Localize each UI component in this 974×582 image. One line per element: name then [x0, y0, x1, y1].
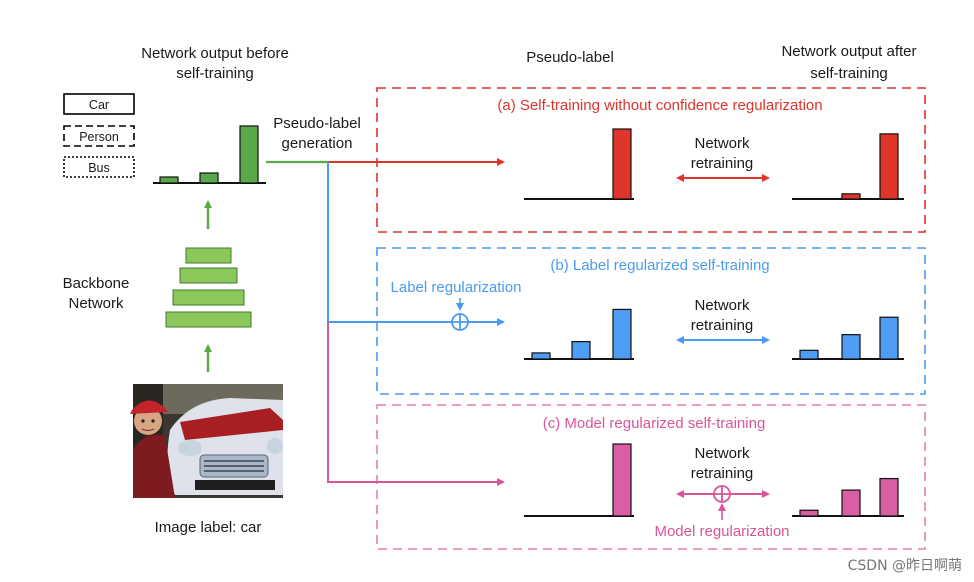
bar-bus: [239, 125, 259, 184]
backbone-label-line1: Backbone: [63, 275, 130, 292]
bar-bus: [879, 477, 899, 517]
bar-person: [571, 341, 591, 360]
bar-chart-before: [153, 125, 266, 184]
bar-person: [841, 334, 861, 360]
class-label-person: Person: [79, 130, 119, 144]
bar-chart-b-pseudo: [524, 308, 634, 360]
panel-a-frame: [376, 87, 926, 233]
bar-chart-c-after: [792, 477, 904, 517]
panel-b-retrain-line2: retraining: [691, 317, 754, 334]
header-before-line1: Network output before: [141, 45, 289, 62]
backbone-layer-4: [165, 311, 252, 328]
backbone-layer-2: [179, 267, 238, 284]
backbone-label-line2: Network: [68, 295, 124, 312]
line-to-panel-b: [327, 162, 453, 323]
bar-bus: [612, 128, 632, 200]
arrow-to-panel-c: [327, 322, 505, 486]
bar-chart-a-pseudo: [524, 128, 634, 200]
class-box-car: [63, 93, 135, 115]
panel-b-retrain-line1: Network: [694, 297, 750, 314]
panel-c-retrain-line2: retraining: [691, 465, 754, 482]
image-label: Image label: car: [155, 519, 262, 536]
bar-bus: [612, 308, 632, 360]
backbone-layer-1: [185, 247, 232, 264]
bar-person: [841, 193, 861, 200]
pseudo-gen-label-line1: Pseudo-label: [273, 115, 361, 132]
backbone-layer-3: [172, 289, 245, 306]
panel-c-reg-label: Model regularization: [654, 523, 789, 540]
bar-chart-c-pseudo: [524, 443, 634, 517]
plus-circle-icon: [451, 313, 469, 331]
panel-a-retrain-line1: Network: [694, 135, 750, 152]
header-pseudo-label: Pseudo-label: [526, 49, 614, 66]
pseudo-gen-label-line2: generation: [282, 135, 353, 152]
panel-c-frame: [376, 404, 926, 550]
bar-car: [799, 349, 819, 360]
bar-car: [799, 509, 819, 517]
bar-car: [531, 352, 551, 360]
car-image: [130, 384, 283, 498]
header-after-line2: self-training: [810, 65, 888, 82]
bar-person: [841, 489, 861, 517]
bar-chart-b-after: [792, 316, 904, 360]
panel-b-reg-label: Label regularization: [391, 279, 522, 296]
bar-bus: [612, 443, 632, 517]
panel-a-title: (a) Self-training without confidence reg…: [497, 97, 822, 114]
header-before-line2: self-training: [176, 65, 254, 82]
panel-b-frame: [376, 247, 926, 395]
plus-circle-icon: [713, 485, 731, 503]
panel-a-retrain-line2: retraining: [691, 155, 754, 172]
bar-bus: [879, 316, 899, 360]
class-label-car: Car: [89, 98, 109, 112]
class-box-bus: [63, 156, 135, 178]
panel-c-title: (c) Model regularized self-training: [543, 415, 766, 432]
bar-bus: [879, 133, 899, 200]
panel-c-retrain-line1: Network: [694, 445, 750, 462]
bar-person: [199, 172, 219, 184]
header-after-line1: Network output after: [781, 43, 916, 60]
class-box-person: [63, 125, 135, 147]
panel-b-title: (b) Label regularized self-training: [550, 257, 769, 274]
bar-chart-a-after: [792, 133, 904, 200]
class-label-bus: Bus: [88, 161, 110, 175]
bar-car: [159, 176, 179, 184]
watermark: CSDN @昨日啊萌: [848, 558, 962, 574]
